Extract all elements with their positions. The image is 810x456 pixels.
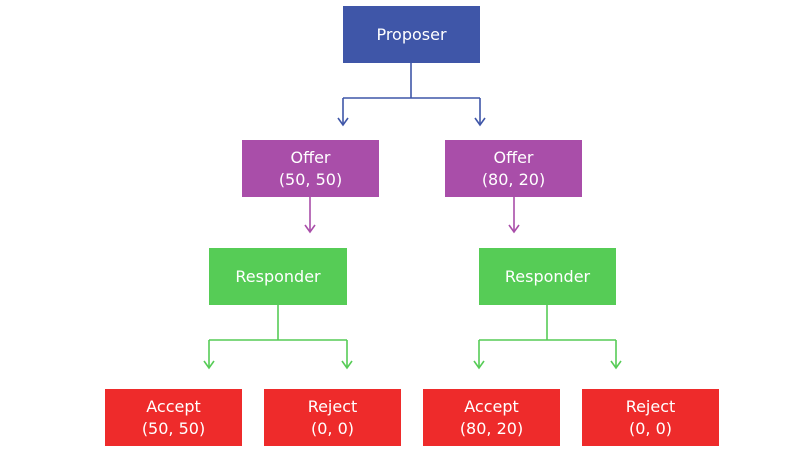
node-label: Reject — [307, 396, 358, 416]
node-label: Proposer — [376, 24, 447, 44]
node-label: Responder — [235, 266, 321, 286]
accept-node-left: Accept (50, 50) — [105, 389, 242, 446]
node-label: Responder — [504, 266, 591, 286]
reject-node-right: Reject (0, 0) — [582, 389, 719, 446]
node-payoff: (0, 0) — [310, 418, 354, 438]
node-label: Reject — [625, 396, 676, 416]
node-payoff: (50, 50) — [141, 418, 206, 438]
node-payoff: (0, 0) — [628, 418, 672, 438]
node-payoff: (80, 20) — [481, 169, 546, 189]
offer-connector — [304, 197, 520, 234]
proposer-connector — [337, 63, 486, 127]
accept-node-right: Accept (80, 20) — [423, 389, 560, 446]
node-label: Offer — [493, 147, 534, 167]
node-payoff: (50, 50) — [278, 169, 343, 189]
node-label: Accept — [146, 396, 201, 416]
offer-node-left: Offer (50, 50) — [242, 140, 379, 197]
reject-node-left: Reject (0, 0) — [264, 389, 401, 446]
node-payoff: (80, 20) — [459, 418, 524, 438]
node-label: Offer — [290, 147, 331, 167]
responder-node-left: Responder — [209, 248, 347, 305]
node-label: Accept — [464, 396, 519, 416]
offer-node-right: Offer (80, 20) — [445, 140, 582, 197]
proposer-node: Proposer — [343, 6, 480, 63]
responder-connector — [203, 305, 622, 370]
responder-node-right: Responder — [479, 248, 616, 305]
